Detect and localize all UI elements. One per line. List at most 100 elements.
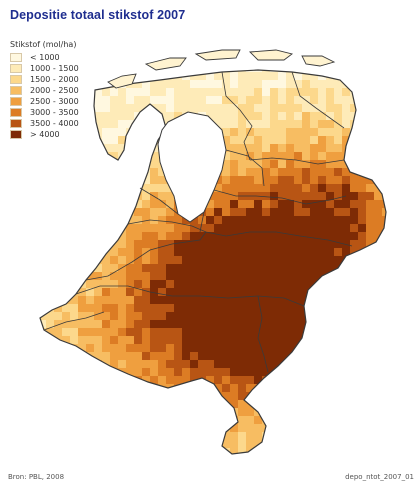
grid-cell: [390, 440, 398, 448]
grid-cell: [126, 448, 134, 454]
legend-item: < 1000: [10, 52, 79, 63]
grid-cell: [310, 352, 318, 360]
grid-cell: [230, 360, 238, 368]
grid-cell: [102, 160, 110, 168]
grid-cell: [294, 80, 302, 88]
grid-cell: [110, 70, 118, 72]
grid-cell: [54, 200, 62, 208]
grid-cell: [30, 328, 38, 336]
grid-cell: [302, 256, 310, 264]
grid-cell: [286, 104, 294, 112]
grid-cell: [46, 256, 54, 264]
grid-cell: [118, 48, 126, 56]
file-label: depo_ntot_2007_01: [345, 473, 414, 481]
grid-cell: [94, 376, 102, 384]
grid-cell: [334, 384, 342, 392]
grid-cell: [390, 208, 398, 216]
grid-cell: [382, 400, 386, 408]
grid-cell: [150, 440, 158, 448]
grid-cell: [174, 48, 182, 56]
grid-cell: [366, 240, 374, 248]
grid-cell: [134, 96, 142, 104]
grid-cell: [366, 328, 374, 336]
grid-cell: [390, 40, 398, 48]
grid-cell: [342, 304, 350, 312]
grid-cell: [318, 304, 326, 312]
grid-cell: [318, 80, 326, 88]
grid-cell: [142, 152, 150, 160]
grid-cell: [382, 360, 386, 368]
grid-cell: [46, 192, 54, 200]
grid-cell: [302, 208, 310, 216]
province-border: [43, 311, 105, 331]
grid-cell: [126, 432, 134, 440]
grid-cell: [118, 144, 126, 152]
grid-cell: [102, 312, 110, 320]
grid-cell: [206, 304, 214, 312]
grid-cell: [134, 328, 142, 336]
grid-cell: [174, 296, 182, 304]
grid-cell: [294, 288, 302, 296]
grid-cell: [40, 240, 46, 248]
grid-cell: [374, 224, 382, 232]
grid-cell: [40, 256, 46, 264]
grid-cell: [150, 96, 158, 104]
grid-cell: [270, 168, 278, 176]
grid-cell: [270, 80, 278, 88]
grid-cell: [358, 184, 366, 192]
grid-cell: [46, 400, 54, 408]
grid-cell: [78, 256, 86, 264]
grid-cell: [350, 184, 358, 192]
grid-cell: [238, 224, 246, 232]
grid-cell: [238, 304, 246, 312]
grid-cell: [374, 176, 382, 184]
grid-cell: [294, 352, 302, 360]
province-border: [249, 157, 345, 165]
grid-cell: [134, 200, 142, 208]
grid-cell: [294, 448, 302, 454]
grid-cell: [142, 416, 150, 424]
grid-cell: [40, 368, 46, 376]
grid-cell: [54, 344, 62, 352]
grid-cell: [40, 376, 46, 384]
grid-cell: [278, 152, 286, 160]
grid-cell: [334, 136, 342, 144]
grid-cell: [46, 240, 54, 248]
grid-cell: [246, 216, 254, 224]
grid-cell: [190, 352, 198, 360]
grid-cell: [118, 56, 126, 64]
grid-cell: [382, 440, 386, 448]
grid-cell: [318, 120, 326, 128]
grid-cell: [334, 192, 342, 200]
grid-cell: [174, 232, 182, 240]
grid-cell: [350, 320, 358, 328]
grid-cell: [182, 384, 190, 392]
grid-cell: [342, 392, 350, 400]
grid-cell: [110, 288, 118, 296]
grid-cell: [318, 240, 326, 248]
grid-cell: [62, 408, 70, 416]
grid-cell: [166, 232, 174, 240]
grid-cell: [278, 248, 286, 256]
grid-cell: [334, 88, 342, 96]
grid-cell: [342, 328, 350, 336]
grid-cell: [238, 440, 246, 448]
grid-cell: [246, 344, 254, 352]
grid-cell: [40, 160, 46, 168]
grid-cell: [70, 432, 78, 440]
grid-cell: [214, 96, 222, 104]
grid-cell: [118, 312, 126, 320]
grid-cell: [126, 360, 134, 368]
grid-cell: [302, 264, 310, 272]
grid-cell: [254, 72, 262, 80]
grid-cell: [366, 200, 374, 208]
grid-cell: [302, 80, 310, 88]
grid-cell: [230, 456, 238, 464]
grid-cell: [94, 200, 102, 208]
grid-cell: [262, 264, 270, 272]
grid-cell: [390, 192, 398, 200]
grid-cell: [310, 48, 318, 56]
grid-cell: [254, 448, 262, 454]
grid-cell: [286, 376, 294, 384]
grid-cell: [326, 240, 334, 248]
